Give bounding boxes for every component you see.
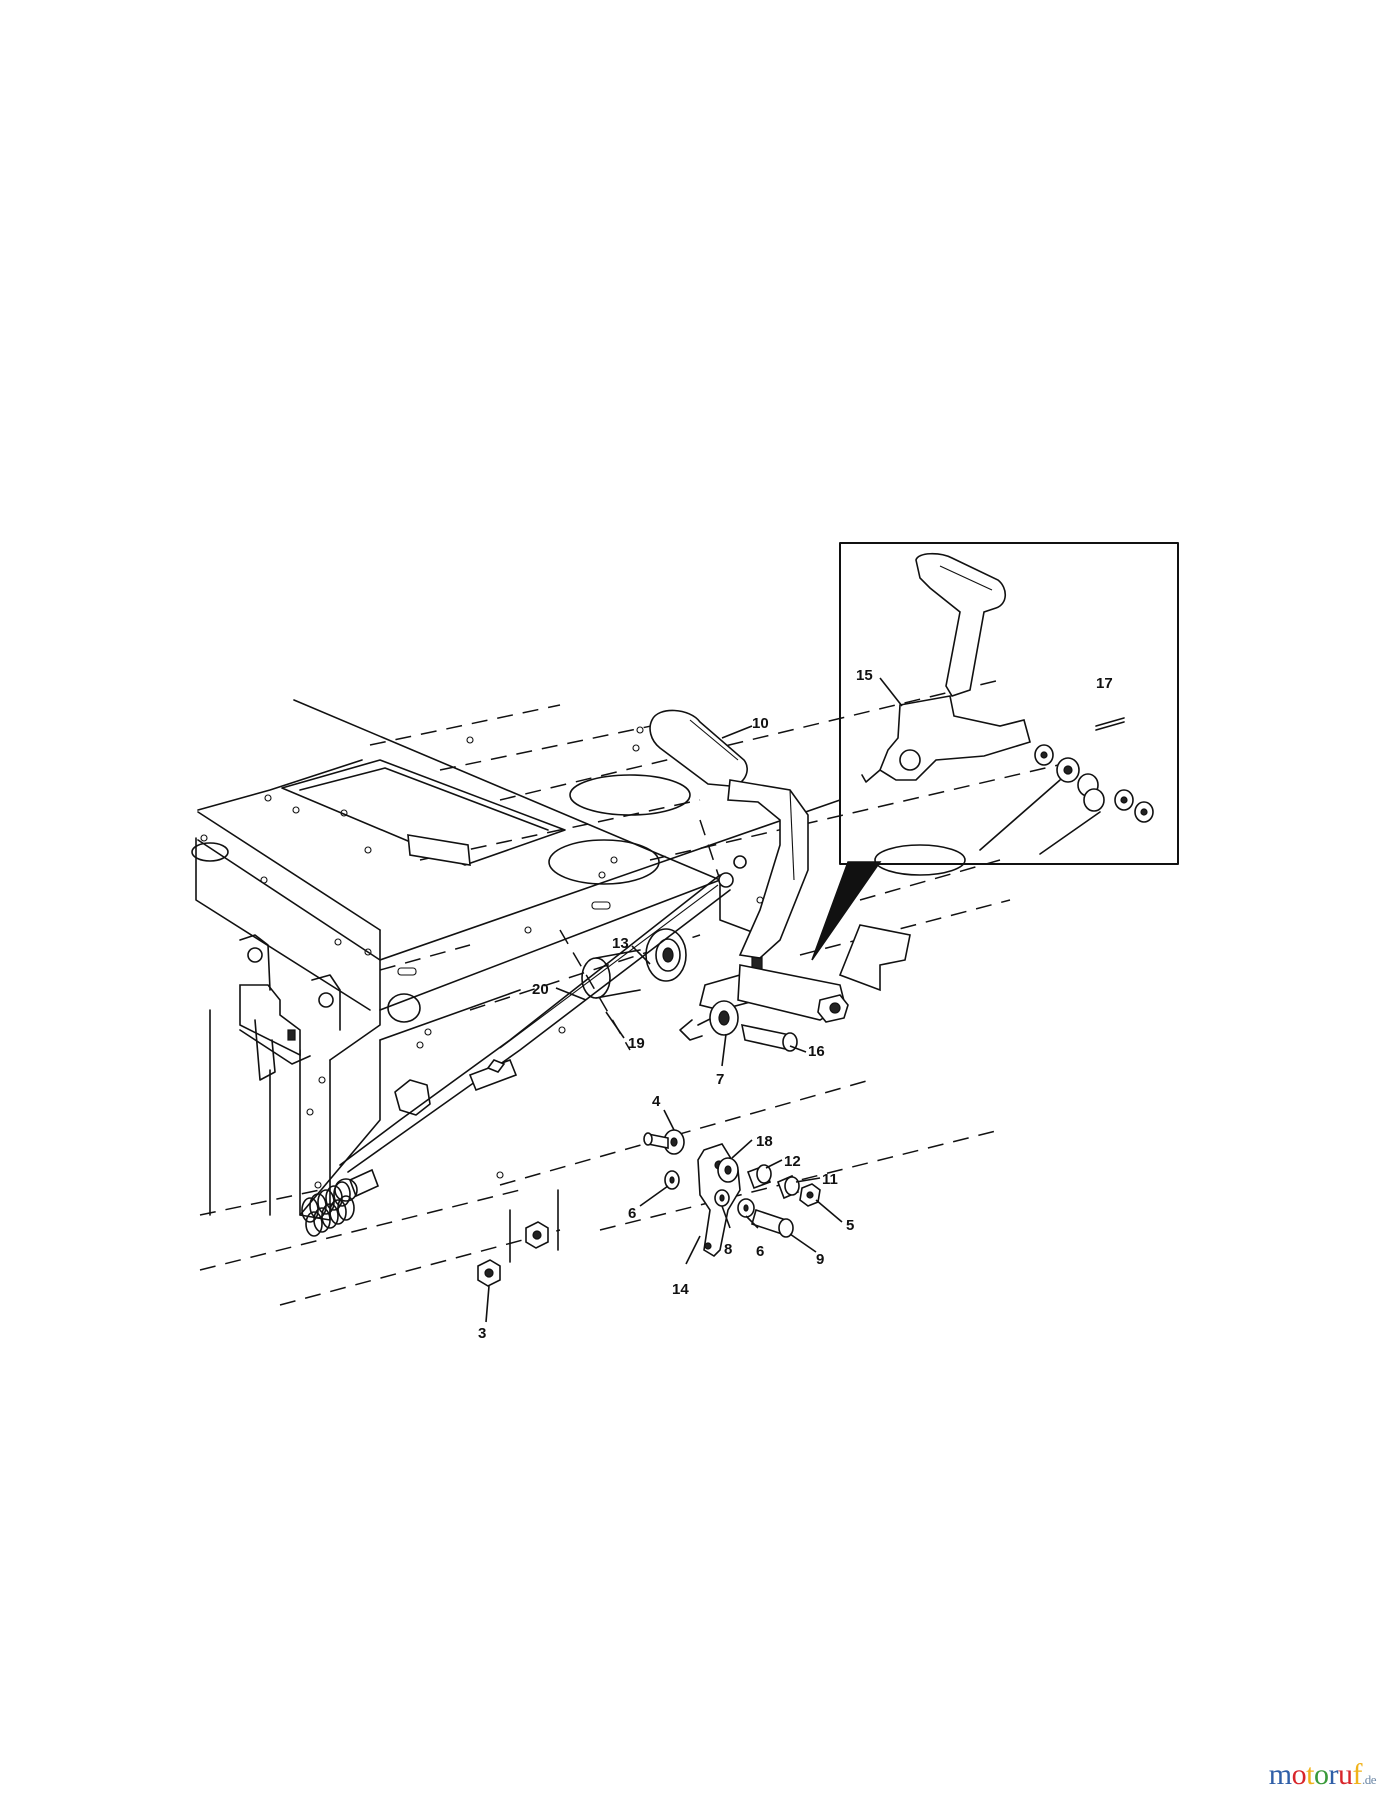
callout-19: 19 [628, 1035, 645, 1052]
callout-15: 15 [856, 667, 873, 684]
watermark-letter: o [1291, 1758, 1307, 1791]
callout-13: 13 [612, 935, 629, 952]
callout-4: 4 [652, 1093, 661, 1110]
callout-14: 14 [672, 1281, 689, 1298]
brake-pedal [649, 709, 846, 1041]
callout-6a: 6 [628, 1205, 636, 1222]
watermark-letter: f [1352, 1758, 1362, 1791]
chassis-frame [191, 679, 1081, 1306]
hardware-parts [477, 1129, 821, 1287]
callout-17: 17 [1096, 675, 1113, 692]
control-cables [301, 855, 747, 1237]
pivot-bolt-assembly [709, 994, 849, 1052]
callout-labels: 3 4 5 6 6 7 8 9 10 11 12 13 14 15 16 17 … [478, 667, 1113, 1342]
spring-coils [301, 1181, 355, 1237]
watermark-letter: m [1268, 1758, 1292, 1791]
watermark-letters: motoruf [1268, 1758, 1363, 1791]
watermark-logo: motoruf.de [1268, 1758, 1377, 1792]
leader-lines [485, 677, 903, 1323]
callout-3: 3 [478, 1325, 486, 1342]
callout-7: 7 [716, 1071, 724, 1088]
watermark-letter: r [1328, 1758, 1338, 1791]
callout-11: 11 [822, 1171, 838, 1188]
watermark-letter: t [1306, 1758, 1314, 1791]
callout-10: 10 [752, 715, 769, 732]
callout-20: 20 [532, 981, 549, 998]
callout-6b: 6 [756, 1243, 764, 1260]
callout-5: 5 [846, 1217, 854, 1234]
idler-pulley [581, 928, 687, 999]
watermark-suffix: .de [1361, 1772, 1377, 1787]
callout-9: 9 [816, 1251, 824, 1268]
watermark-letter: u [1337, 1758, 1353, 1791]
callout-18: 18 [756, 1133, 773, 1150]
callout-8: 8 [724, 1241, 732, 1258]
detail-inset [811, 542, 1179, 961]
watermark-letter: o [1313, 1758, 1329, 1791]
callout-16: 16 [808, 1043, 825, 1060]
callout-12: 12 [784, 1153, 801, 1170]
